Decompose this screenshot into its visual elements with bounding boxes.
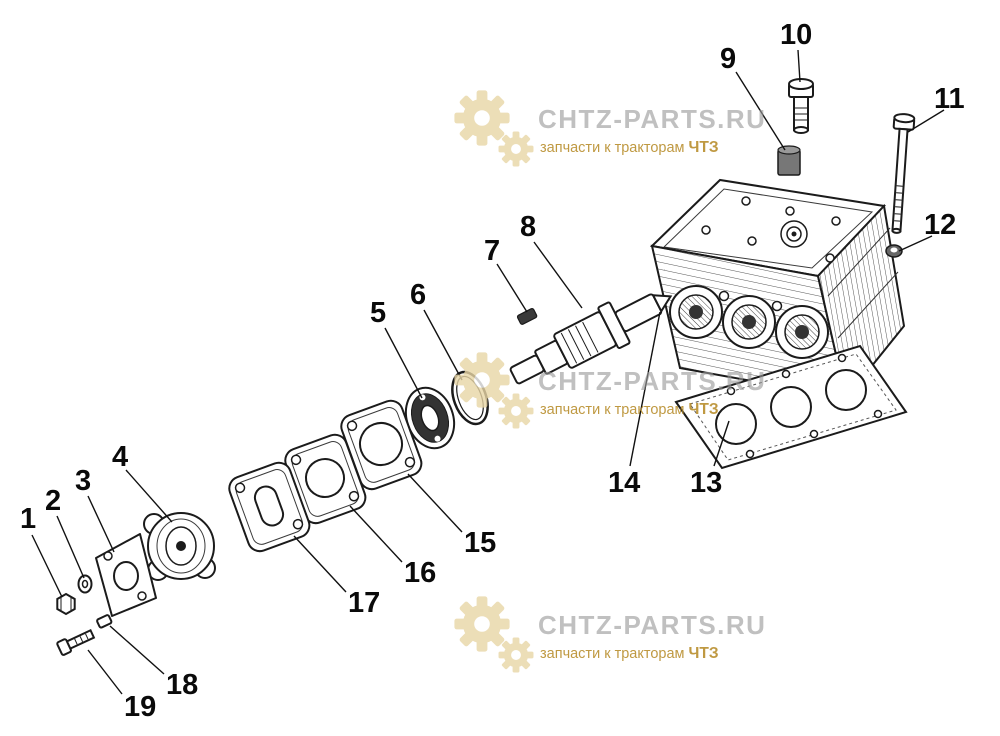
part-washer: [77, 574, 93, 594]
watermark-brand-text: CHTZ-PARTS.RU: [538, 610, 766, 640]
part-pin: [96, 614, 113, 629]
watermark-bottom: CHTZ-PARTS.RU запчасти к тракторам ЧТЗ: [454, 596, 766, 673]
watermark-brand-text: CHTZ-PARTS.RU: [538, 104, 766, 134]
part-triangular-plate: [95, 533, 157, 617]
callout-1: 1: [20, 503, 36, 535]
callout-8: 8: [520, 211, 536, 243]
callout-13: 13: [690, 467, 722, 499]
part-stud-bolt: [891, 113, 916, 234]
watermark-top: CHTZ-PARTS.RU запчасти к тракторам ЧТЗ: [454, 90, 766, 167]
callout-12: 12: [924, 209, 956, 241]
callout-9: 9: [720, 43, 736, 75]
callout-19: 19: [124, 691, 156, 723]
cylinder-bore: [722, 295, 776, 349]
callout-11: 11: [934, 83, 965, 115]
gears-watermark-icon: [454, 90, 534, 167]
watermark-brand-text: CHTZ-PARTS.RU: [538, 366, 766, 396]
part-flange-plate: [340, 399, 423, 491]
part-valve-shaft: [509, 293, 673, 385]
callout-14: 14: [608, 467, 640, 499]
cylinder-bore: [669, 285, 723, 339]
callout-3: 3: [75, 465, 91, 497]
part-flange-plate: [284, 433, 367, 525]
watermark-tagline-text: запчасти к тракторам ЧТЗ: [540, 645, 719, 662]
leader-lines: [31, 49, 945, 695]
callout-18: 18: [166, 669, 198, 701]
part-fitting: [777, 145, 801, 176]
part-flange-plate-slotted: [228, 461, 311, 553]
watermark-tagline-text: запчасти к тракторам ЧТЗ: [540, 139, 719, 156]
part-pin-small: [516, 308, 538, 325]
watermark-tagline-text: запчасти к тракторам ЧТЗ: [540, 401, 719, 418]
callout-10: 10: [780, 19, 812, 51]
part-bearing: [404, 386, 456, 450]
part-head-block: [649, 178, 906, 401]
callout-4: 4: [112, 441, 128, 473]
callout-15: 15: [464, 527, 496, 559]
part-nut-small: [885, 244, 903, 258]
callout-5: 5: [370, 297, 386, 329]
part-bolt-small: [56, 629, 96, 656]
callout-2: 2: [45, 485, 61, 517]
callout-7: 7: [484, 235, 500, 267]
cylinder-bore: [775, 305, 829, 359]
watermark-middle: CHTZ-PARTS.RU запчасти к тракторам ЧТЗ: [454, 352, 766, 429]
part-cover: [143, 512, 216, 581]
callout-6: 6: [410, 279, 426, 311]
part-bolt: [788, 78, 814, 134]
callout-17: 17: [348, 587, 380, 619]
callout-16: 16: [404, 557, 436, 589]
callout-labels: 1 2 3 4 5 6 7 8 9 10 11 12 13 14 15 16 1…: [20, 19, 965, 723]
gears-watermark-icon: [454, 596, 534, 673]
part-gasket: [674, 344, 908, 470]
part-nut: [56, 592, 76, 616]
